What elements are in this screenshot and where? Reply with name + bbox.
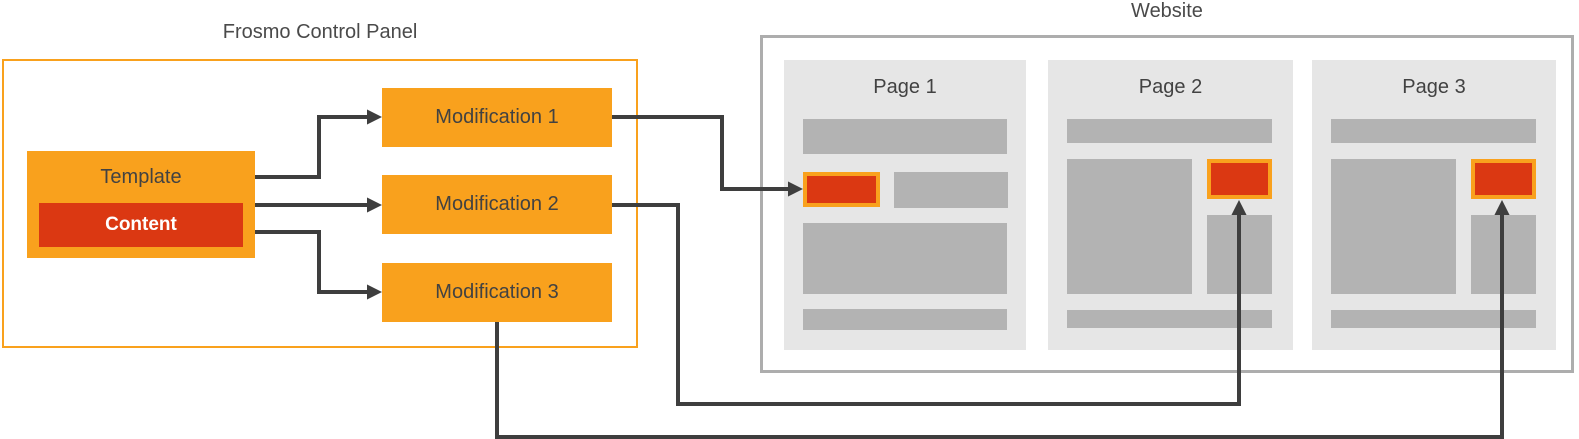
page-1-header-placeholder	[803, 119, 1007, 154]
page-2-header-placeholder	[1067, 119, 1272, 143]
page-3-content-placeholder	[1331, 159, 1456, 294]
modification-2-label: Modification 2	[435, 193, 559, 215]
page-1-title: Page 1	[873, 76, 937, 98]
page-1-mock: Page 1	[784, 60, 1026, 350]
modification-1-box: Modification 1	[382, 88, 612, 147]
page-3-title: Page 3	[1402, 76, 1466, 98]
page-1-modification-placement	[803, 172, 880, 207]
page-3-header-placeholder	[1331, 119, 1536, 143]
template-label: Template	[100, 166, 182, 188]
content-label: Content	[105, 214, 177, 235]
page-2-modification-placement	[1207, 159, 1272, 199]
modification-3-box: Modification 3	[382, 263, 612, 322]
website-title: Website	[1131, 0, 1203, 22]
page-2-title: Page 2	[1138, 76, 1203, 98]
page-3-footer-placeholder	[1331, 310, 1536, 328]
modification-2-box: Modification 2	[382, 175, 612, 234]
page-2-sidebar-placeholder	[1207, 215, 1272, 294]
template-box: Template Content	[27, 151, 255, 258]
page-3-modification-placement	[1471, 159, 1536, 199]
page-1-bar-placeholder	[894, 172, 1008, 208]
page-2-content-placeholder	[1067, 159, 1192, 294]
modification-1-label: Modification 1	[435, 106, 559, 128]
page-1-content-placeholder	[803, 223, 1007, 294]
page-3-mock: Page 3	[1312, 60, 1556, 350]
page-3-sidebar-placeholder	[1471, 215, 1536, 294]
control-panel-title: Frosmo Control Panel	[222, 21, 418, 43]
page-2-footer-placeholder	[1067, 310, 1272, 328]
page-1-footer-placeholder	[803, 309, 1007, 330]
page-2-mock: Page 2	[1048, 60, 1293, 350]
modification-3-label: Modification 3	[435, 281, 559, 303]
content-box: Content	[39, 203, 243, 247]
